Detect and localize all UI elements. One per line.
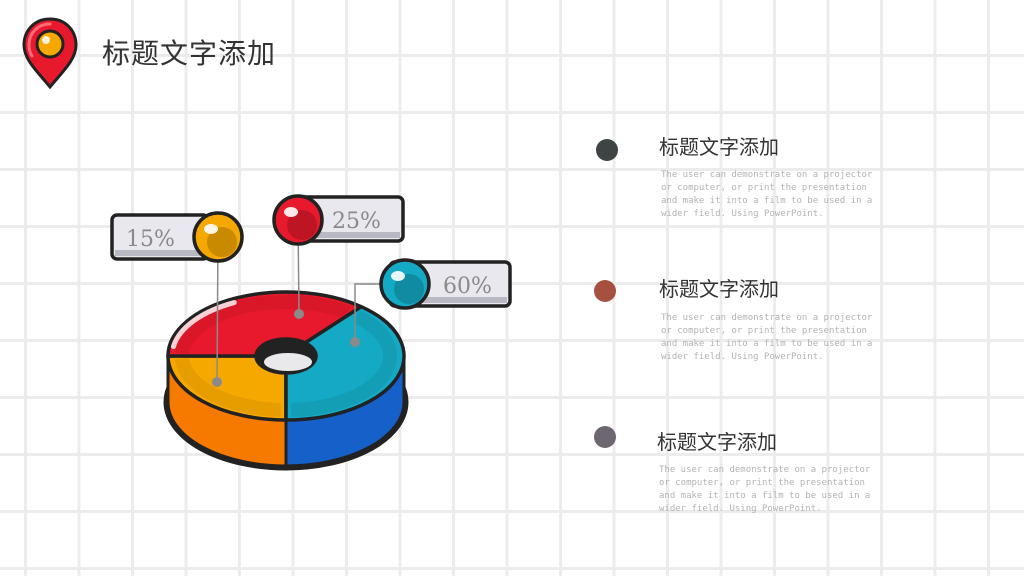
callout-label-2: 25% (332, 209, 381, 234)
anchor-dot-3 (350, 337, 360, 347)
callout-ball-gloss-3 (391, 271, 405, 281)
callout-box-shadow-3 (393, 297, 507, 303)
info-body-3: The user can demonstrate on a projector … (659, 465, 871, 514)
info-title-3: 标题文字添加 (657, 430, 777, 454)
info-title-2: 标题文字添加 (659, 277, 779, 301)
location-pin-icon (22, 17, 78, 90)
slice-shade-1 (175, 357, 281, 417)
info-dot-1 (596, 139, 618, 161)
info-body-1: The user can demonstrate on a projector … (661, 170, 873, 219)
anchor-dot-1 (212, 377, 222, 387)
callout-ball-gloss-1 (204, 224, 218, 234)
callout-box-shadow-1 (115, 250, 205, 256)
info-dot-2 (594, 280, 616, 302)
callout-label-3: 60% (443, 274, 492, 299)
callout-label-1: 15% (126, 227, 175, 252)
info-body-2: The user can demonstrate on a projector … (661, 313, 873, 362)
info-dot-3 (594, 426, 616, 448)
callout-box-shadow-2 (293, 232, 400, 238)
callout-ball-shade-3 (394, 274, 424, 304)
chart-hole-inner (264, 353, 312, 371)
callout-ball-gloss-2 (284, 207, 298, 217)
chart-highlight (170, 300, 237, 350)
info-title-1: 标题文字添加 (659, 135, 779, 159)
anchor-dot-2 (294, 309, 304, 319)
page-title: 标题文字添加 (102, 37, 277, 70)
callout-ball-shade-1 (207, 227, 237, 257)
callout-ball-shade-2 (287, 210, 317, 240)
leader-line-3 (354, 283, 385, 342)
slice-shade-3 (291, 309, 397, 417)
slice-shade-2 (175, 295, 351, 355)
